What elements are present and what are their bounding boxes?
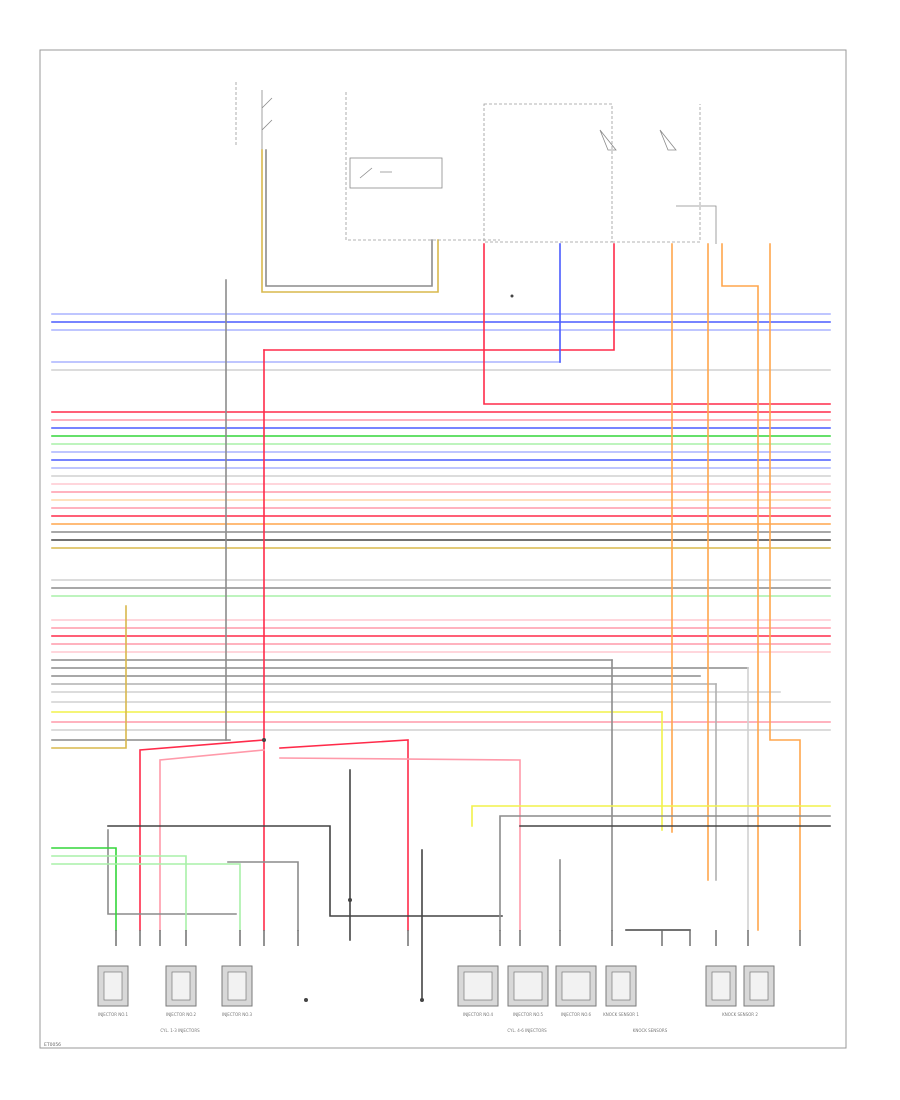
label-knock-sensor-1: KNOCK SENSOR 1: [603, 1012, 639, 1017]
label-injector-no1: INJECTOR NO.1: [98, 1012, 129, 1017]
label-injector-no3: INJECTOR NO.3: [222, 1012, 253, 1017]
injector-no2: [165, 965, 197, 1007]
label-injector-no5: INJECTOR NO.5: [513, 1012, 544, 1017]
knock-sensor-2: [705, 965, 775, 1007]
injector-no3: [221, 965, 253, 1007]
vertical-wires: [51, 243, 831, 931]
label-injector-no2: INJECTOR NO.2: [166, 1012, 197, 1017]
diagram-frame: [39, 49, 847, 1049]
connector-pins: [115, 930, 801, 946]
footer-code: ET0056: [44, 1042, 61, 1048]
caption-middle: CYL. 4-6 INJECTORS: [507, 1028, 547, 1033]
caption-knock: KNOCK SENSORS: [633, 1028, 668, 1033]
label-injector-no4: INJECTOR NO.4: [463, 1012, 494, 1017]
splice-points: [262, 294, 514, 1002]
engine-control-relay-box: [345, 92, 717, 244]
ignition-switch-area: [235, 82, 439, 293]
label-injector-no6: INJECTOR NO.6: [561, 1012, 592, 1017]
injector-no6: [555, 965, 597, 1007]
injector-no1: [97, 965, 129, 1007]
wiring-harness-bus: [51, 313, 831, 741]
caption-left: CYL. 1-3 INJECTORS: [160, 1028, 200, 1033]
injector-no4: [457, 965, 499, 1007]
label-knock-sensor-2: KNOCK SENSOR 2: [722, 1012, 758, 1017]
injector-harness: [51, 739, 831, 1001]
injector-no5: [507, 965, 549, 1007]
knock-sensor-1: [605, 965, 637, 1007]
